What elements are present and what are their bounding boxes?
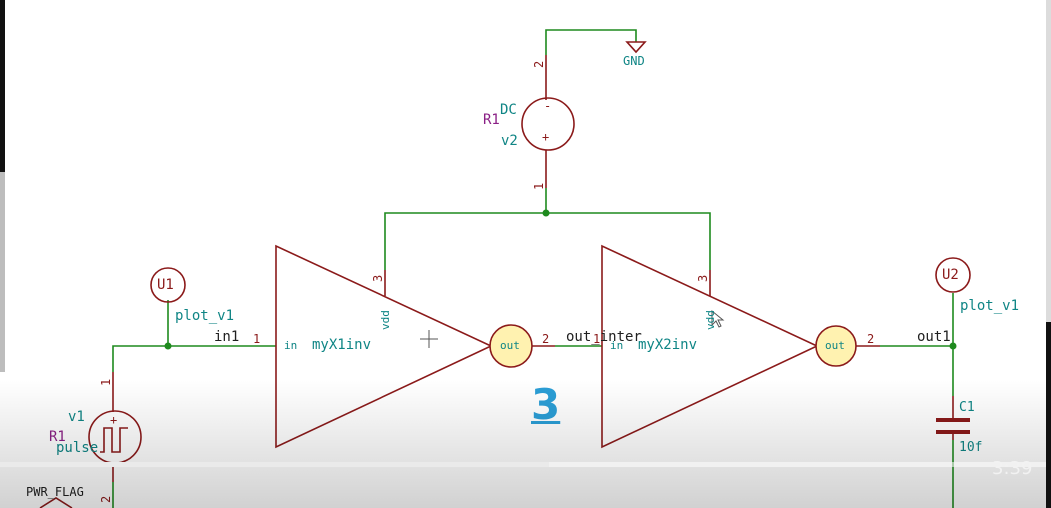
x1-pin-vdd-number: 3 bbox=[371, 274, 385, 282]
x2-pin-in-number: 1 bbox=[593, 332, 601, 346]
x2-in-pin-label: in bbox=[610, 339, 624, 352]
inverter-x1-symbol[interactable] bbox=[275, 244, 493, 449]
x2-vdd-pin-label: vdd bbox=[704, 310, 717, 330]
probe-u2-symbol[interactable] bbox=[935, 257, 971, 293]
x1-name: myX1inv bbox=[312, 337, 372, 353]
step-number-overlay: 3 bbox=[531, 380, 561, 429]
left-window-scrollbar[interactable] bbox=[0, 172, 5, 372]
video-progress-played[interactable] bbox=[0, 462, 549, 467]
wire-vdd-bus bbox=[384, 212, 711, 270]
x1-out-pin-label: out bbox=[500, 339, 520, 352]
inverter-x2-symbol[interactable] bbox=[601, 244, 819, 449]
power-flag-label: PWR_FLAG bbox=[26, 485, 84, 499]
dc-source-name: v2 bbox=[501, 133, 518, 149]
wire-gnd bbox=[545, 29, 637, 55]
wires bbox=[112, 29, 954, 508]
crosshair-cursor-icon bbox=[420, 330, 438, 348]
pulse-source-ref: R1 bbox=[49, 429, 66, 445]
junction-out1 bbox=[949, 342, 957, 350]
pulse-source-value: pulse bbox=[56, 440, 99, 456]
pulse-source-plus: + bbox=[110, 413, 118, 427]
dc-source-type: DC bbox=[500, 102, 517, 118]
x1-vdd-pin-label: vdd bbox=[379, 310, 392, 330]
dc-source-ref: R1 bbox=[483, 112, 500, 128]
net-label-out1: out1 bbox=[917, 329, 951, 345]
x2-pin-vdd-number: 3 bbox=[696, 274, 710, 282]
video-timecode: 3:39 bbox=[992, 458, 1033, 479]
net-label-in1: in1 bbox=[214, 329, 240, 345]
probe-u2-ref: U2 bbox=[942, 267, 959, 283]
x1-in-pin-label: in bbox=[284, 339, 298, 352]
pulse-source-pin-top: 1 bbox=[99, 378, 113, 386]
wire-out1 bbox=[880, 345, 954, 396]
x2-name: myX2inv bbox=[638, 337, 698, 353]
probe-u1-symbol[interactable] bbox=[150, 267, 186, 303]
power-flag-symbol[interactable] bbox=[39, 497, 73, 508]
wire-in1 bbox=[112, 345, 276, 372]
junction-in1 bbox=[164, 342, 172, 350]
x2-out-pin-label: out bbox=[825, 339, 845, 352]
x1-pin-out-number: 2 bbox=[542, 332, 550, 346]
capacitor-c1-symbol[interactable] bbox=[936, 396, 970, 440]
dc-source-pin-top: 2 bbox=[532, 60, 546, 68]
capacitor-ref: C1 bbox=[959, 400, 975, 415]
pulse-source-name: v1 bbox=[68, 409, 85, 425]
x1-pin-in-number: 1 bbox=[253, 332, 261, 346]
net-label-out-inter: out_inter bbox=[566, 329, 642, 345]
probe-u1-net: plot_v1 bbox=[175, 308, 235, 324]
ground-label: GND bbox=[623, 54, 645, 68]
junctions bbox=[164, 209, 957, 350]
right-window-edge-dark bbox=[1046, 322, 1051, 508]
mouse-pointer-icon bbox=[711, 309, 725, 328]
probe-u2-net: plot_v1 bbox=[960, 298, 1020, 314]
right-window-edge bbox=[1046, 0, 1051, 508]
dc-source-symbol[interactable] bbox=[521, 55, 575, 188]
ground-icon[interactable] bbox=[625, 41, 647, 54]
capacitor-value: 10f bbox=[959, 440, 983, 455]
dc-source-pin-bottom: 1 bbox=[532, 182, 546, 190]
probe-u1-ref: U1 bbox=[157, 277, 174, 293]
junction-vdd bbox=[542, 209, 550, 217]
pulse-source-pin-bottom: 2 bbox=[99, 495, 113, 503]
left-window-edge bbox=[0, 0, 5, 172]
dc-source-minus: - bbox=[544, 99, 552, 113]
dc-source-plus: + bbox=[542, 130, 550, 144]
x2-pin-out-number: 2 bbox=[867, 332, 875, 346]
